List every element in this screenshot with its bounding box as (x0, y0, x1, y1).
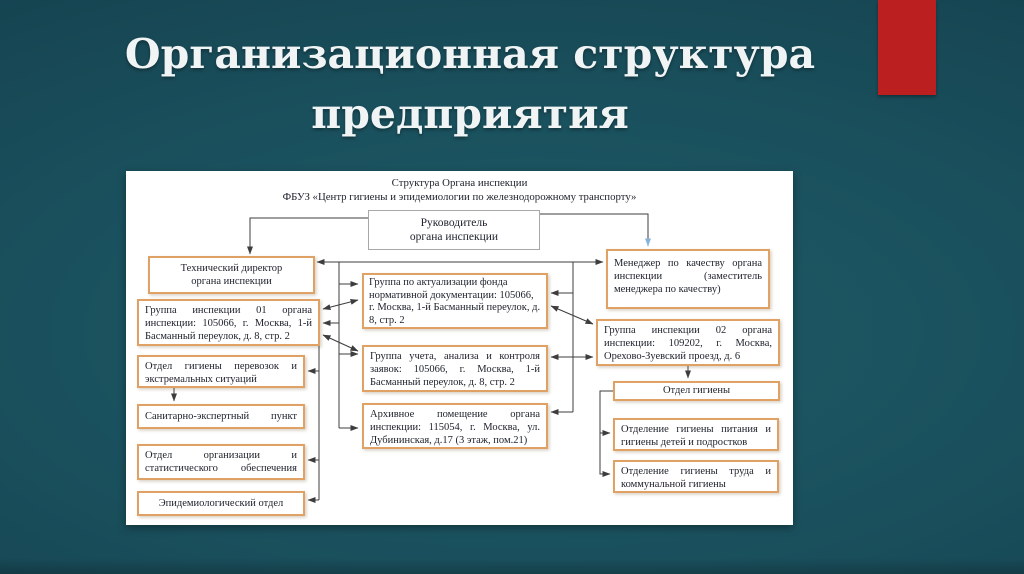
node-leader: Руководитель органа инспекции (368, 210, 540, 250)
diagram-header: Структура Органа инспекции ФБУЗ «Центр г… (126, 176, 793, 205)
node-archive-room: Архивное помещение органа инспекции: 115… (362, 403, 548, 449)
diagram-header-line2: ФБУЗ «Центр гигиены и эпидемиологии по ж… (282, 191, 637, 204)
node-inspection-group-01: Группа инспекции 01 органа инспекции: 10… (137, 299, 320, 346)
node-inspection-group-02: Группа инспекции 02 органа инспекции: 10… (596, 319, 780, 366)
node-quality-manager: Менеджер по качеству органа инспекции (з… (606, 249, 770, 309)
edge-group01-fund (322, 298, 359, 311)
node-epidemiology-dept: Эпидемиологический отдел (137, 491, 305, 516)
node-accounting-group: Группа учета, анализа и контроля заявок:… (362, 345, 548, 392)
edge-fund-group02 (550, 305, 594, 325)
node-sanitary-expert-point: Санитарно-экспертный пункт (137, 404, 305, 429)
edge-group01-accounting (322, 334, 359, 352)
node-food-children-hygiene: Отделение гигиены питания и гигиены дете… (613, 418, 779, 451)
node-labor-communal-hygiene: Отделение гигиены труда и коммунальной г… (613, 460, 779, 493)
diagram-header-line1: Структура Органа инспекции (391, 177, 528, 189)
node-org-stat-dept: Отдел организации и статистического обес… (137, 444, 305, 480)
node-fund-update-group: Группа по актуализации фонда нормативной… (362, 273, 548, 329)
node-tech-director: Технический директор органа инспекции (148, 256, 315, 294)
edge-leader-to-manager (540, 213, 651, 247)
node-hygiene-dept: Отдел гигиены (613, 381, 780, 401)
red-accent-bar (878, 0, 936, 95)
node-transport-hygiene-dept: Отдел гигиены перевозок и экстремальных … (137, 355, 305, 388)
edge-leader-to-tech (247, 217, 368, 255)
slide-title: Организационная структура предприятия (124, 30, 816, 139)
